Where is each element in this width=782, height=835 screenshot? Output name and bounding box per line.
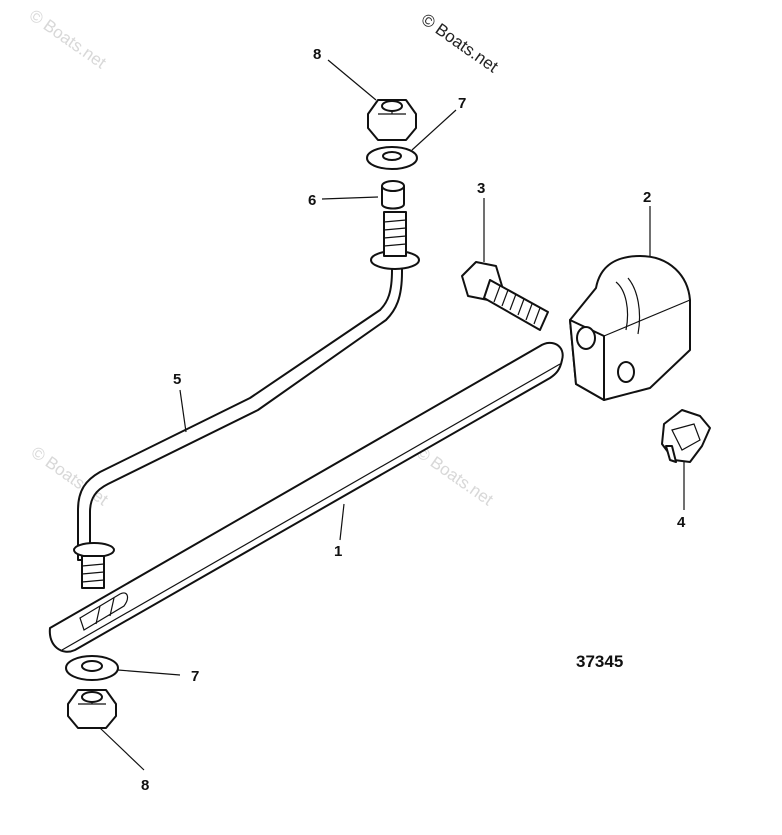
callout-8-top: 8 [313,46,321,63]
callout-4: 4 [677,514,686,531]
callout-7-bottom: 7 [191,668,199,685]
callout-2: 2 [643,189,651,206]
part-spacer [381,180,405,210]
leader-lines [99,59,685,771]
watermark-main: © Boats.net [418,10,502,77]
part-link-rod [73,211,420,589]
callout-6: 6 [308,192,316,209]
callout-1: 1 [334,543,342,560]
callout-5: 5 [173,371,181,388]
figure-number: 37345 [576,652,623,671]
part-tie-bar [48,341,564,653]
part-clamp-block [569,255,691,401]
callout-8-bottom: 8 [141,777,149,794]
watermark-faint-mid-center: © Boats.net [413,443,497,510]
part-washer-top [366,146,418,170]
part-knob [661,409,711,463]
part-bolt [461,261,549,331]
watermark-faint-top-left: © Boats.net [26,6,110,73]
part-nut-bottom [67,689,117,729]
callout-7-top: 7 [458,95,466,112]
callout-3: 3 [477,180,485,197]
part-washer-bottom [65,655,119,681]
part-nut-top [367,99,417,141]
